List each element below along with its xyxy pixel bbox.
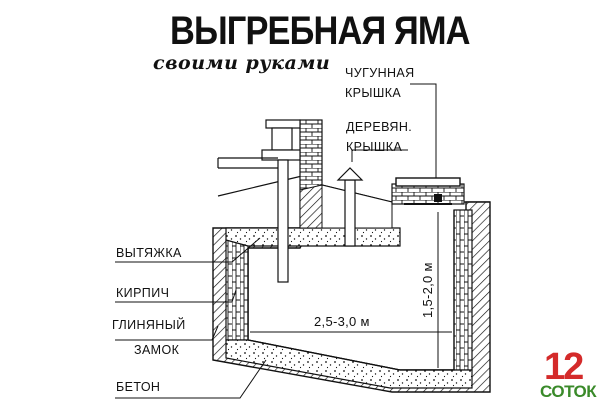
label-vent: ВЫТЯЖКА (116, 246, 182, 260)
label-cast-iron-2: КРЫШКА (345, 86, 402, 100)
diagram-subtitle: своими руками (153, 52, 331, 74)
toilet-seat (265, 119, 301, 129)
label-wood-2: КРЫШКА (346, 140, 403, 154)
leader-wood (351, 149, 408, 162)
label-clay-2: ЗАМОК (134, 343, 180, 357)
label-brick: КИРПИЧ (116, 286, 170, 300)
diagram-title: ВЫГРЕБНАЯ ЯМА (170, 9, 471, 53)
label-cast-iron-1: ЧУГУННАЯ (345, 66, 415, 80)
site-logo: 12 СОТОК (540, 346, 600, 412)
brick-wall-left (225, 239, 249, 341)
leader-concrete (115, 359, 267, 399)
toilet-wall-hatch (299, 184, 323, 229)
leader-brick (115, 289, 237, 303)
leader-clay (115, 325, 219, 341)
logo-word: СОТОК (540, 382, 597, 401)
ground-line-left (217, 175, 303, 197)
toilet-riser (271, 127, 293, 151)
top-slab (225, 227, 401, 247)
dimension-depth: 1,5-2,0 м (420, 262, 435, 318)
vent-cap (336, 167, 364, 181)
leader-cast-iron (410, 83, 437, 178)
dimension-width: 2,5-3,0 м (314, 314, 370, 329)
label-clay-1: ГЛИНЯНЫЙ (112, 318, 186, 332)
logo-number: 12 (544, 346, 584, 388)
floor-board (217, 157, 278, 169)
lid-handle (434, 194, 442, 202)
soil-mound (321, 184, 393, 229)
vent-pipe (344, 179, 356, 247)
brick-wall-right (453, 209, 473, 371)
drop-pipe (277, 159, 289, 283)
label-concrete: БЕТОН (116, 380, 161, 394)
cast-iron-lid (395, 177, 461, 187)
leader-vent (115, 237, 261, 263)
pit-inner (247, 210, 455, 371)
manhole-neck (391, 183, 465, 205)
label-wood-1: ДЕРЕВЯН. (346, 120, 413, 134)
